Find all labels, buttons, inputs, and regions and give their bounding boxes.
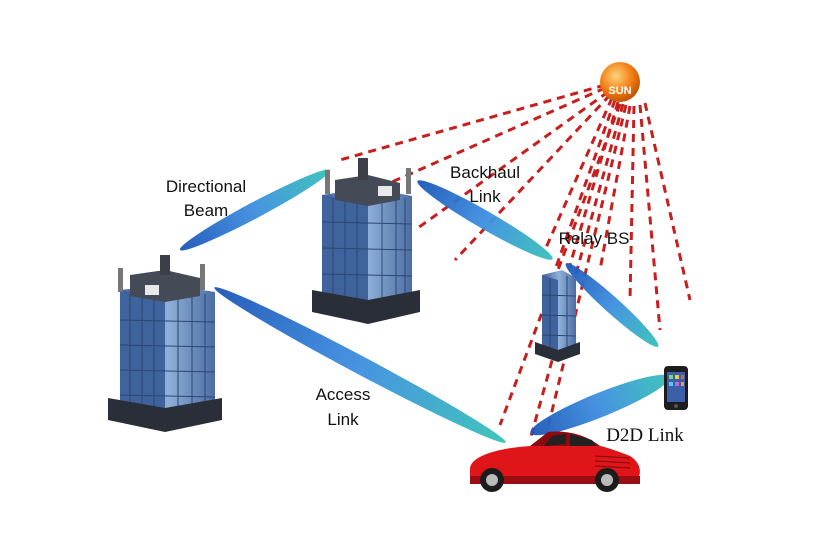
access-beam [214,287,506,443]
base-station-middle [312,158,420,324]
access-link-label-line2: Link [327,410,359,429]
relay-bs-label: Relay BS [559,229,630,248]
svg-text:SUN: SUN [608,85,631,97]
base-station-left [108,255,222,432]
relay-base-station [535,270,580,362]
directional-beam-label-line1: Directional [166,177,246,196]
sun-icon: SUN [600,62,640,102]
directional-beam [179,169,331,251]
relay-beam [565,263,659,347]
backhaul-link-label-line1: Backhaul [450,163,520,182]
car-icon [470,431,640,492]
access-link-label-line1: Access [316,385,371,404]
d2d-link-label: D2D Link [606,425,684,446]
beams [179,169,670,443]
backhaul-link-label-line2: Link [469,187,501,206]
directional-beam-label-line2: Beam [184,201,228,220]
d2d-beam [530,374,670,436]
backhaul-beam [417,180,553,260]
smartphone-icon [664,366,688,410]
